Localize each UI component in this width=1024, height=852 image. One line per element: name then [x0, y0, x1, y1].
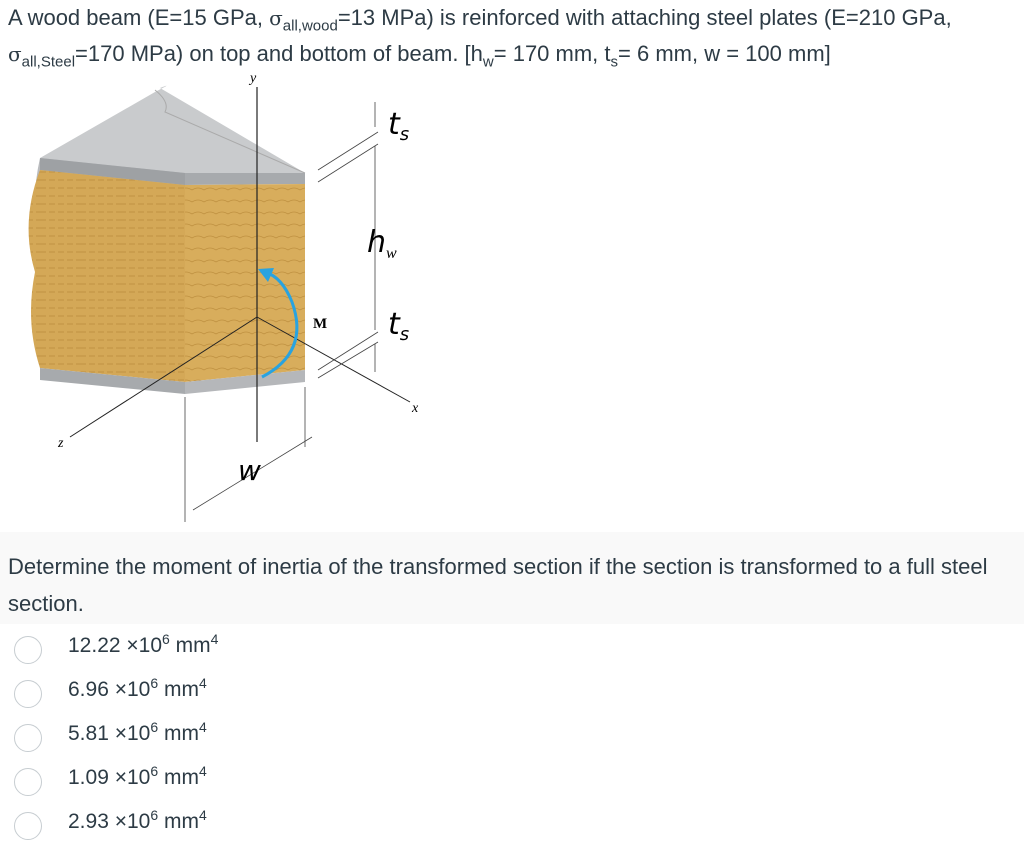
question-prompt-background — [0, 532, 1024, 624]
bottom-plate-side — [40, 368, 185, 394]
answer-option[interactable]: 12.22 ×106 mm4 — [0, 628, 600, 672]
answer-option[interactable]: 2.93 ×106 mm4 — [0, 804, 600, 848]
x-axis-label: x — [411, 401, 419, 416]
radio-button[interactable] — [14, 812, 42, 840]
answer-option[interactable]: 1.09 ×106 mm4 — [0, 760, 600, 804]
radio-button[interactable] — [14, 724, 42, 752]
question-text-part: A wood beam (E=15 GPa, — [8, 5, 270, 30]
beam-figure: y x z M ts hw ts w — [28, 72, 419, 522]
question-text-part: =13 MPa) is reinforced with attaching st… — [337, 5, 952, 30]
radio-button[interactable] — [14, 768, 42, 796]
question-text-part: = 6 mm, w = 100 mm] — [618, 41, 831, 66]
wood-front-face — [185, 184, 305, 382]
radio-button[interactable] — [14, 680, 42, 708]
question-text-part: = 170 mm, t — [493, 41, 611, 66]
width-label: w — [238, 454, 261, 487]
y-axis-label: y — [248, 72, 257, 86]
z-axis-label: z — [57, 436, 64, 451]
wood-side-face — [28, 170, 186, 382]
answer-option[interactable]: 5.81 ×106 mm4 — [0, 716, 600, 760]
top-plate — [40, 85, 305, 173]
top-plate-thickness — [40, 158, 185, 185]
question-text: A wood beam (E=15 GPa, σall,wood=13 MPa)… — [8, 0, 1018, 72]
answer-label: 1.09 ×106 mm4 — [68, 763, 207, 789]
answer-option[interactable]: 6.96 ×106 mm4 — [0, 672, 600, 716]
question-text-part: =170 MPa) on top and bottom of beam. [h — [75, 41, 483, 66]
answer-label: 5.81 ×106 mm4 — [68, 719, 207, 745]
moment-label: M — [313, 316, 327, 332]
sigma-symbol: σ — [269, 6, 283, 30]
ts-top-label: ts — [388, 107, 409, 145]
subscript: w — [482, 53, 494, 71]
subscript: s — [610, 53, 619, 71]
answer-label: 6.96 ×106 mm4 — [68, 675, 207, 701]
radio-button[interactable] — [14, 636, 42, 664]
subscript: all,Steel — [21, 53, 76, 71]
hw-label: hw — [367, 225, 397, 262]
answer-label: 2.93 ×106 mm4 — [68, 807, 207, 833]
ts-bottom-label: ts — [388, 307, 409, 345]
x-axis — [256, 316, 411, 403]
moment-arrow — [261, 270, 299, 379]
sigma-symbol: σ — [8, 42, 22, 66]
question-prompt: Determine the moment of inertia of the t… — [8, 554, 988, 616]
w-dimension-line — [192, 436, 313, 511]
z-axis — [69, 316, 258, 438]
answer-label: 12.22 ×106 mm4 — [68, 631, 219, 657]
subscript: all,wood — [282, 17, 338, 35]
bottom-plate-front — [185, 370, 305, 394]
